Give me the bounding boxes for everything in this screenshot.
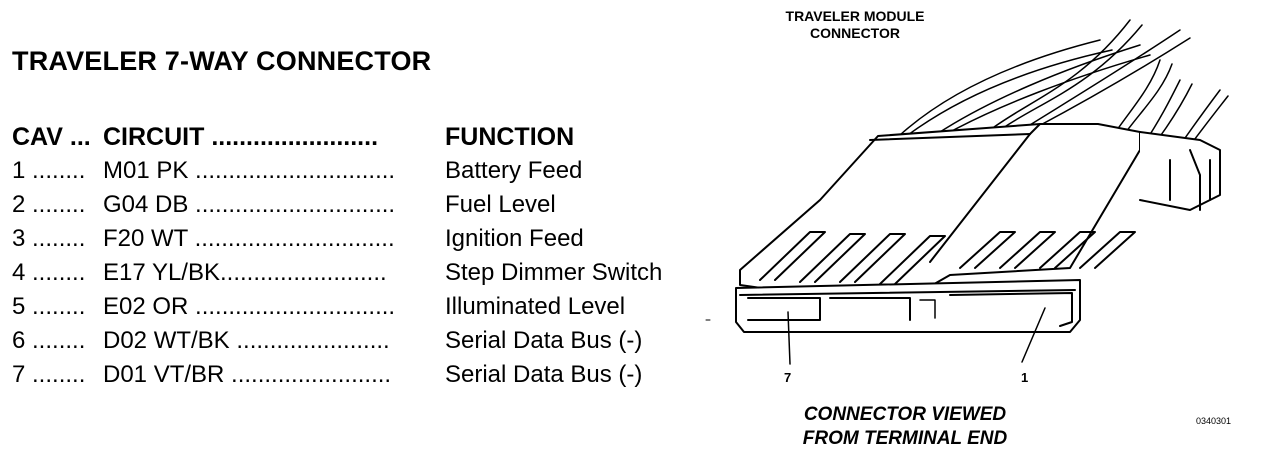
cav-cell: 5 ........ — [12, 293, 86, 320]
circuit-cell: M01 PK .............................. — [103, 157, 396, 184]
pinout-table: CAV ... CIRCUIT ........................… — [12, 120, 712, 392]
view-direction-label: CONNECTOR VIEWED FROM TERMINAL END — [760, 403, 1050, 451]
cav-cell: 3 ........ — [12, 225, 86, 252]
circuit-cell: F20 WT .............................. — [103, 225, 395, 252]
table-row: 4 ........ E17 YL/BK....................… — [12, 256, 712, 290]
cav-cell: 2 ........ — [12, 191, 86, 218]
function-cell: Serial Data Bus (-) — [445, 361, 643, 388]
connector-illustration — [705, 19, 1229, 365]
function-cell: Ignition Feed — [445, 225, 584, 252]
cav-cell: 7 ........ — [12, 361, 86, 388]
pin-7-label: 7 — [784, 370, 792, 385]
circuit-cell: D02 WT/BK ....................... — [103, 327, 390, 354]
cav-cell: 1 ........ — [12, 157, 86, 184]
circuit-cell: G04 DB .............................. — [103, 191, 396, 218]
table-row: 7 ........ D01 VT/BR ...................… — [12, 358, 712, 392]
module-label-line2: CONNECTOR — [810, 25, 900, 41]
module-label-line1: TRAVELER MODULE — [785, 8, 925, 24]
figure-code: 0340301 — [1196, 416, 1232, 426]
function-cell: Battery Feed — [445, 157, 583, 184]
function-cell: Illuminated Level — [445, 293, 626, 320]
header-circuit: CIRCUIT ........................ — [103, 123, 379, 151]
table-row: 6 ........ D02 WT/BK ...................… — [12, 324, 712, 358]
circuit-cell: D01 VT/BR ........................ — [103, 361, 392, 388]
table-header-row: CAV ... CIRCUIT ........................… — [12, 120, 712, 154]
circuit-cell: E17 YL/BK......................... — [103, 259, 387, 286]
cav-cell: 6 ........ — [12, 327, 86, 354]
header-function: FUNCTION — [445, 123, 575, 151]
module-connector-label: TRAVELER MODULE CONNECTOR — [740, 8, 970, 42]
view-label-line2: FROM TERMINAL END — [802, 428, 1008, 449]
table-row: 2 ........ G04 DB ......................… — [12, 188, 712, 222]
table-row: 5 ........ E02 OR ......................… — [12, 290, 712, 324]
function-cell: Step Dimmer Switch — [445, 259, 663, 286]
circuit-cell: E02 OR .............................. — [103, 293, 396, 320]
connector-diagram: TRAVELER MODULE CONNECTOR — [700, 0, 1264, 458]
header-cav: CAV ... — [12, 123, 91, 151]
cav-cell: 4 ........ — [12, 259, 86, 286]
view-label-line1: CONNECTOR VIEWED — [803, 404, 1007, 425]
table-row: 3 ........ F20 WT ......................… — [12, 222, 712, 256]
table-row: 1 ........ M01 PK ......................… — [12, 154, 712, 188]
function-cell: Fuel Level — [445, 191, 556, 218]
page-title: TRAVELER 7-WAY CONNECTOR — [12, 46, 432, 76]
pin-1-label: 1 — [1021, 370, 1029, 385]
function-cell: Serial Data Bus (-) — [445, 327, 643, 354]
